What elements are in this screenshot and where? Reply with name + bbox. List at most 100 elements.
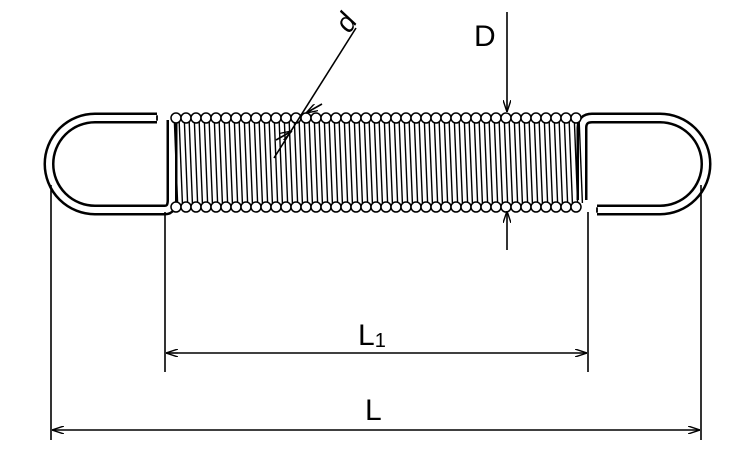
- coil-wire-edge: [573, 121, 579, 204]
- coil-wire-section: [250, 201, 262, 213]
- coil-wire-edge: [398, 121, 404, 204]
- coil-wire-section: [410, 201, 422, 213]
- coil-wire-section: [220, 112, 232, 124]
- coil-wire-section: [190, 112, 202, 124]
- coil-wire-section: [340, 201, 352, 213]
- coil-wire-section: [200, 112, 212, 124]
- coil-wire-edge: [523, 121, 529, 204]
- coil-wire-edge: [383, 121, 389, 204]
- coil-wire-section: [230, 112, 242, 124]
- coil-wire-edge: [273, 121, 279, 204]
- coil-wire-section: [450, 201, 462, 213]
- coil-wire-edge: [423, 121, 429, 204]
- wire-diameter-dimension: [273, 27, 357, 159]
- coil-wire-section: [340, 112, 352, 124]
- coil-wire-section: [480, 201, 492, 213]
- coil-wire-section: [420, 112, 432, 124]
- coil-wire-section: [460, 201, 472, 213]
- coil-wire-edge: [208, 121, 214, 204]
- coil-wire-section: [240, 201, 252, 213]
- coil-wire-edge: [303, 121, 309, 204]
- coil-wire-edge: [218, 121, 224, 204]
- body-length-label: L1: [358, 319, 386, 352]
- coil-wire-edge: [248, 121, 254, 204]
- coil-body: [170, 112, 584, 213]
- coil-wire-section: [370, 201, 382, 213]
- coil-wire-edge: [433, 121, 439, 204]
- coil-wire-edge: [223, 121, 229, 204]
- coil-wire-section: [550, 112, 562, 124]
- coil-wire-edge: [188, 121, 194, 204]
- coil-wire-section: [430, 201, 442, 213]
- coil-wire-edge: [328, 121, 334, 204]
- coil-wire-edge: [278, 121, 284, 204]
- coil-wire-edge: [503, 121, 509, 204]
- coil-wire-section: [460, 112, 472, 124]
- coil-wire-section: [430, 112, 442, 124]
- coil-wire-edge: [203, 121, 209, 204]
- coil-wire-edge: [438, 121, 444, 204]
- coil-wire-edge: [293, 121, 299, 204]
- coil-wire-section: [260, 112, 272, 124]
- coil-wire-section: [310, 201, 322, 213]
- coil-wire-edge: [488, 121, 494, 204]
- coil-wire-edge: [318, 121, 324, 204]
- coil-wire-edge: [308, 121, 314, 204]
- coil-wire-section: [440, 112, 452, 124]
- coil-wire-edge: [338, 121, 344, 204]
- coil-wire-edge: [238, 121, 244, 204]
- coil-wire-edge: [363, 121, 369, 204]
- coil-wire-section: [180, 112, 192, 124]
- coil-wire-edge: [173, 121, 179, 204]
- coil-wire-edge: [408, 121, 414, 204]
- coil-wire-section: [530, 112, 542, 124]
- coil-wire-edge: [378, 121, 384, 204]
- coil-wire-edge: [193, 121, 199, 204]
- coil-wire-edge: [458, 121, 464, 204]
- coil-wire-section: [520, 112, 532, 124]
- coil-wire-section: [560, 112, 572, 124]
- coil-wire-edge: [543, 121, 549, 204]
- coil-wire-edge: [448, 121, 454, 204]
- coil-wire-section: [260, 201, 272, 213]
- coil-wire-edge: [403, 121, 409, 204]
- coil-wire-section: [570, 112, 582, 124]
- wire-diameter-label: d: [329, 7, 364, 38]
- coil-wire-edge: [243, 121, 249, 204]
- coil-wire-section: [530, 201, 542, 213]
- coil-wire-edge: [323, 121, 329, 204]
- coil-wire-section: [520, 201, 532, 213]
- coil-wire-edge: [498, 121, 504, 204]
- coil-wire-edge: [483, 121, 489, 204]
- coil-wire-edge: [548, 121, 554, 204]
- coil-wire-edge: [333, 121, 339, 204]
- coil-wire-section: [360, 112, 372, 124]
- body-length-dimension: [164, 212, 589, 372]
- coil-wire-section: [220, 201, 232, 213]
- coil-wire-section: [370, 112, 382, 124]
- total-length-dimension: [50, 185, 702, 440]
- coil-wire-section: [390, 112, 402, 124]
- coil-wire-edge: [413, 121, 419, 204]
- coil-wire-section: [510, 112, 522, 124]
- coil-diameter-label: D: [474, 20, 496, 53]
- coil-wire-edge: [183, 121, 189, 204]
- coil-wire-edge: [528, 121, 534, 204]
- coil-wire-edge: [553, 121, 559, 204]
- coil-wire-edge: [298, 121, 304, 204]
- coil-wire-section: [420, 201, 432, 213]
- coil-wire-edge: [558, 121, 564, 204]
- coil-wire-section: [490, 201, 502, 213]
- coil-wire-edge: [198, 121, 204, 204]
- coil-wire-section: [230, 201, 242, 213]
- coil-wire-section: [390, 201, 402, 213]
- coil-wire-edge: [493, 121, 499, 204]
- coil-wire-edge: [388, 121, 394, 204]
- coil-wire-section: [540, 112, 552, 124]
- coil-wire-edge: [228, 121, 234, 204]
- coil-wire-section: [360, 201, 372, 213]
- coil-wire-section: [200, 201, 212, 213]
- coil-wire-section: [400, 201, 412, 213]
- coil-wire-section: [300, 112, 312, 124]
- coil-wire-section: [560, 201, 572, 213]
